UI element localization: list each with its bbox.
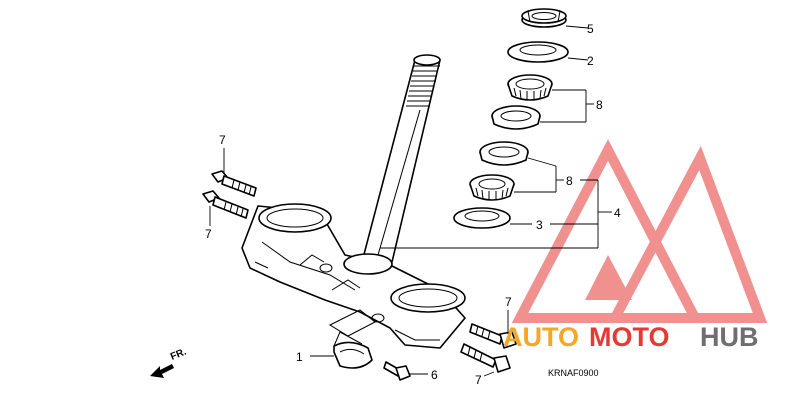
steering-stem: [361, 54, 441, 263]
bolt-part-7-upper-right: [469, 323, 517, 349]
watermark-moto: MOTO: [589, 322, 670, 352]
lower-race-indicator: [328, 309, 376, 337]
lower-bearing-part-8: [469, 141, 529, 201]
lower-triple-clamp: [241, 203, 466, 349]
diagram-code: KRNAF0900: [548, 368, 599, 378]
callout-3: 3: [536, 218, 543, 232]
lower-dust-seal-part-3: [453, 207, 511, 229]
callout-8-lower: 8: [566, 174, 573, 188]
front-arrow: FR.: [150, 346, 188, 378]
callout-4: 4: [614, 206, 621, 220]
callout-8-upper: 8: [596, 98, 603, 112]
bolt-part-7-lower-right: [460, 343, 511, 373]
bolt-part-7-lower-left: [202, 190, 249, 219]
watermark-auto: AUTO: [503, 322, 579, 352]
front-label: FR.: [169, 346, 188, 362]
watermark-hub: HUB: [700, 322, 759, 352]
watermark-logo: [511, 139, 768, 323]
dust-seal-part-2: [507, 41, 569, 63]
callout-7-lower-left: 7: [205, 227, 212, 241]
callout-7-lower-right: 7: [475, 373, 482, 387]
callout-2: 2: [587, 54, 594, 68]
callout-6: 6: [431, 368, 438, 382]
leader-lines: [209, 25, 612, 377]
clamp-part-1: [333, 331, 373, 369]
callout-7-upper-left: 7: [219, 133, 226, 147]
bolt-part-6: [383, 361, 411, 381]
callout-1: 1: [296, 350, 303, 364]
bolt-part-7-upper-left: [211, 170, 257, 197]
upper-bearing-part-8: [491, 74, 553, 130]
callout-labels: 5 2 8 8 4 3 7 7 7 7 1 6: [205, 22, 621, 387]
callout-7-upper-right: 7: [505, 295, 512, 309]
stem-nut-part-5: [521, 8, 567, 28]
callout-5: 5: [587, 22, 594, 36]
watermark-text: AUTO MOTO HUB: [503, 322, 759, 352]
